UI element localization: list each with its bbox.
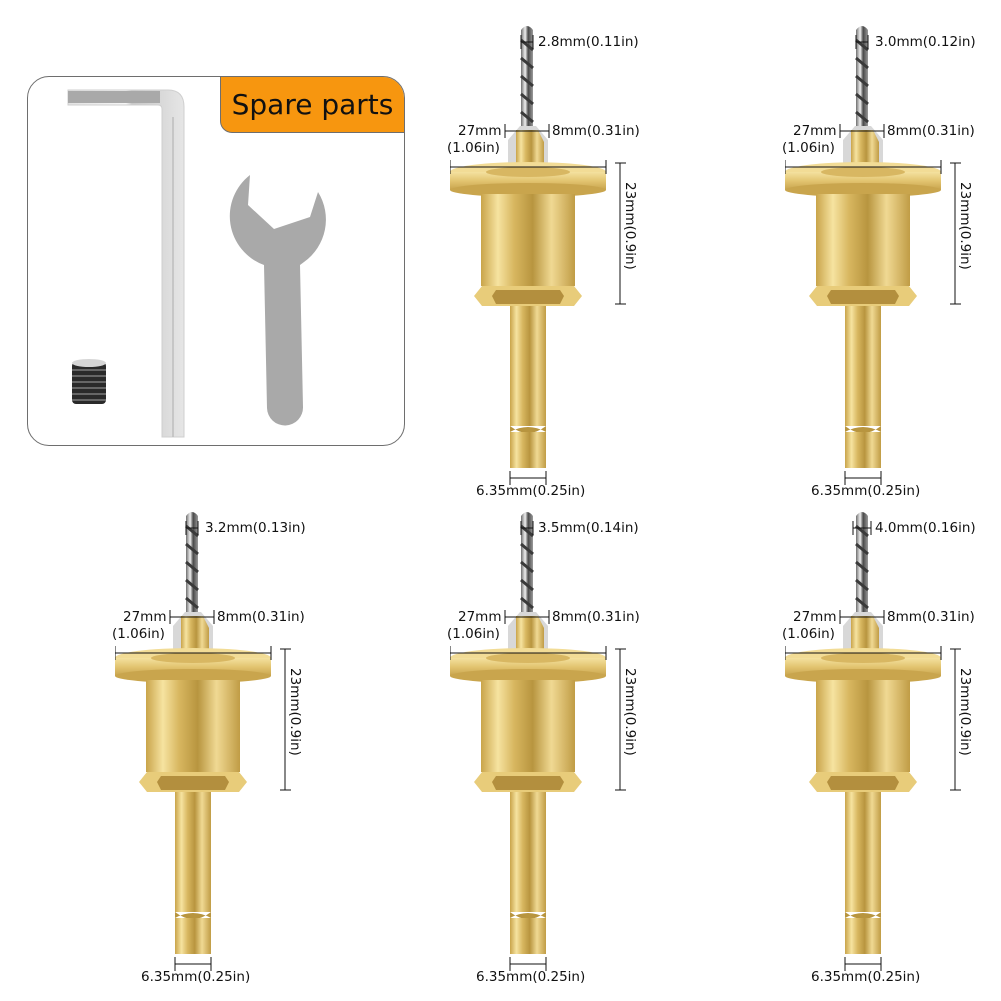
countersink-bit-2: 3.0mm(0.12in) 8mm(0.31in) 27mm (1.06in) … <box>782 0 1001 499</box>
flange-diameter-in-label: (1.06in) <box>782 626 835 642</box>
height-label: 23mm(0.9in) <box>957 668 973 756</box>
flange-diameter-mm-label: 27mm <box>793 609 837 625</box>
shank-size-label: 6.35mm(0.25in) <box>476 483 586 499</box>
flange-diameter-in-label: (1.06in) <box>112 626 165 642</box>
countersink-bit-illustration <box>785 24 961 485</box>
flange-diameter-mm-label: 27mm <box>793 123 837 139</box>
countersink-bit-3: 3.2mm(0.13in) 8mm(0.31in) 27mm (1.06in) … <box>112 486 445 985</box>
countersink-bit-4: 3.5mm(0.14in) 8mm(0.31in) 27mm (1.06in) … <box>447 486 780 985</box>
height-label: 23mm(0.9in) <box>957 182 973 270</box>
flange-diameter-mm-label: 27mm <box>458 123 502 139</box>
countersink-bit-illustration <box>450 24 626 485</box>
shank-size-label: 6.35mm(0.25in) <box>476 969 586 985</box>
hex-key-icon <box>67 89 185 438</box>
flange-diameter-mm-label: 27mm <box>123 609 167 625</box>
set-screw-icon <box>72 359 106 404</box>
spare-parts-label: Spare parts <box>220 77 404 133</box>
spare-parts-illustration <box>67 89 326 438</box>
countersink-bit-illustration <box>450 510 626 971</box>
countersink-bit-illustration <box>115 510 291 971</box>
drill-diameter-label: 3.2mm(0.13in) <box>205 520 306 536</box>
countersink-bit-5: 4.0mm(0.16in) 8mm(0.31in) 27mm (1.06in) … <box>782 486 1001 985</box>
shank-size-label: 6.35mm(0.25in) <box>141 969 251 985</box>
wrench-icon <box>229 175 326 426</box>
height-label: 23mm(0.9in) <box>287 668 303 756</box>
flange-diameter-in-label: (1.06in) <box>782 140 835 156</box>
flange-diameter-in-label: (1.06in) <box>447 140 500 156</box>
shank-size-label: 6.35mm(0.25in) <box>811 969 921 985</box>
drill-diameter-label: 4.0mm(0.16in) <box>875 520 976 536</box>
flange-diameter-in-label: (1.06in) <box>447 626 500 642</box>
flange-diameter-mm-label: 27mm <box>458 609 502 625</box>
drill-diameter-label: 3.5mm(0.14in) <box>538 520 639 536</box>
neck-diameter-label: 8mm(0.31in) <box>887 609 975 625</box>
drill-diameter-label: 3.0mm(0.12in) <box>875 34 976 50</box>
height-label: 23mm(0.9in) <box>622 668 638 756</box>
shank-size-label: 6.35mm(0.25in) <box>811 483 921 499</box>
height-label: 23mm(0.9in) <box>622 182 638 270</box>
countersink-bit-illustration <box>785 510 961 971</box>
neck-diameter-label: 8mm(0.31in) <box>217 609 305 625</box>
drill-diameter-label: 2.8mm(0.11in) <box>538 34 639 50</box>
neck-diameter-label: 8mm(0.31in) <box>552 123 640 139</box>
neck-diameter-label: 8mm(0.31in) <box>887 123 975 139</box>
neck-diameter-label: 8mm(0.31in) <box>552 609 640 625</box>
spare-parts-panel: Spare parts <box>27 76 405 446</box>
countersink-bit-1: 2.8mm(0.11in) 8mm(0.31in) 27mm (1.06in) … <box>447 0 780 499</box>
